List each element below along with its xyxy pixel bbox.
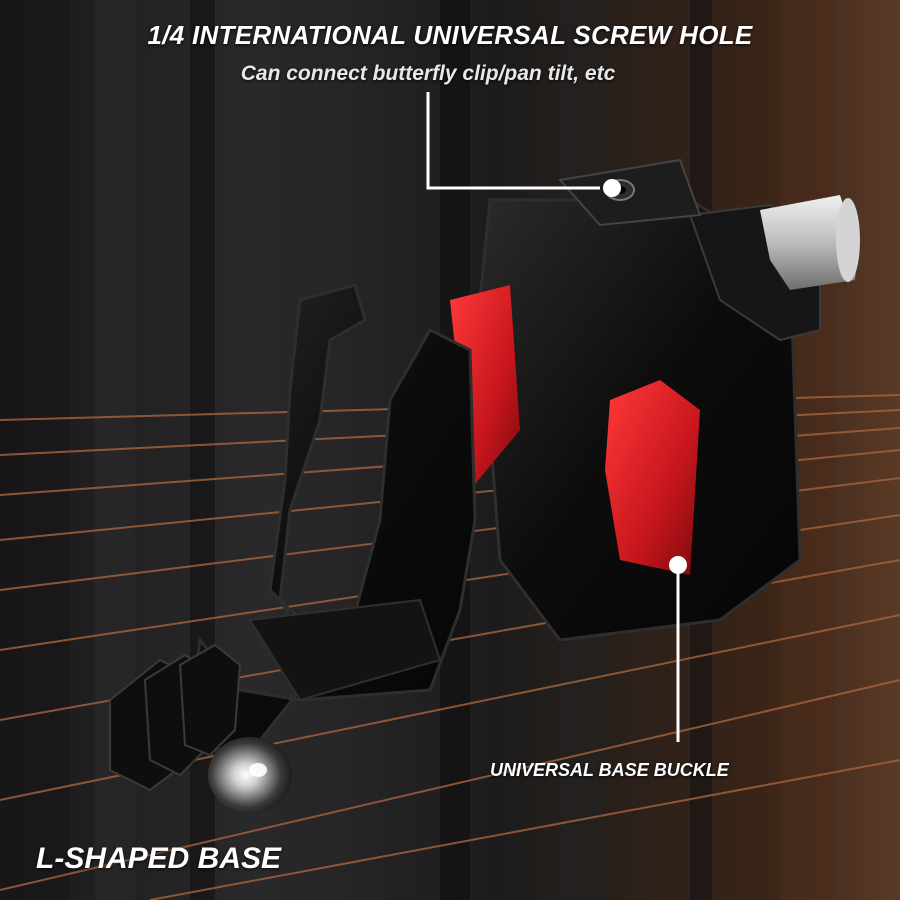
screw-hole-subtitle: Can connect butterfly clip/pan tilt, etc [240, 62, 616, 85]
screw-hole-callout-dot [603, 179, 621, 197]
metal-knob [760, 195, 860, 290]
buckle-callout-dot [669, 556, 687, 574]
l-base-label: L-SHAPED BASE [36, 842, 282, 875]
screw-hole-callout-line [426, 92, 600, 190]
base-buckle-label: UNIVERSAL BASE BUCKLE [490, 760, 729, 780]
screw-hole-title: 1/4 INTERNATIONAL UNIVERSAL SCREW HOLE [147, 20, 753, 50]
l-shaped-base [109, 283, 477, 813]
callout-lines [426, 92, 687, 742]
